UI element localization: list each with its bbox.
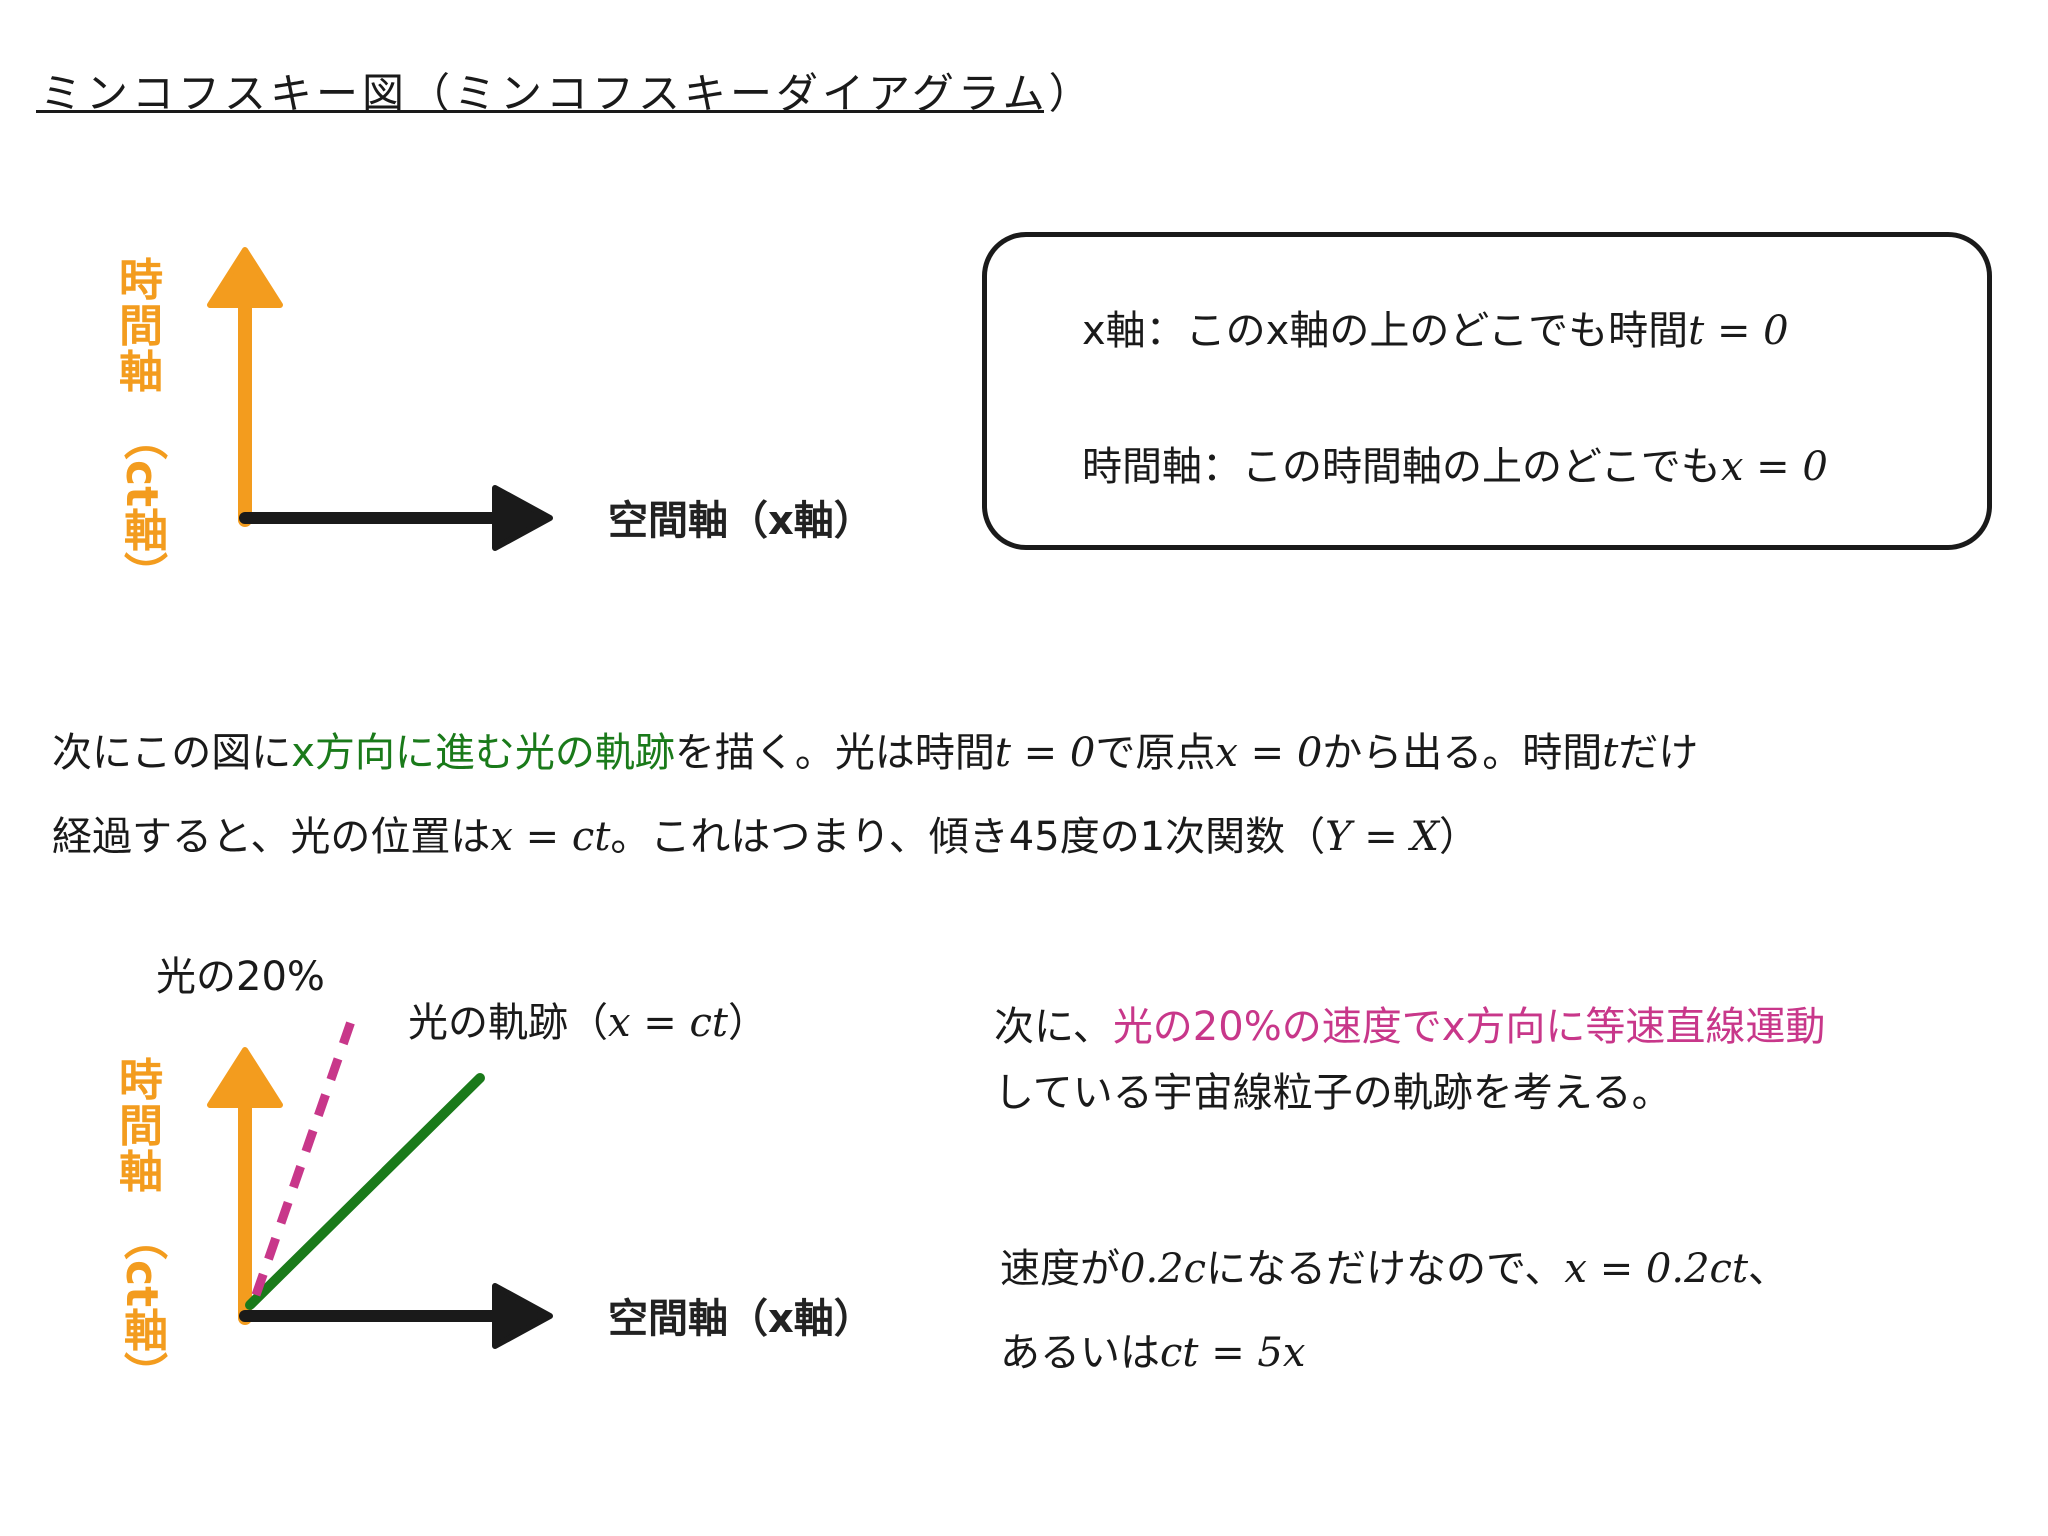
time-axis-1 (207, 247, 283, 527)
particle-path-label: 光の20% (156, 954, 325, 1000)
paragraph-4-line-1: 速度が0.2cになるだけなので、x = 0.2ct、 (1000, 1236, 1788, 1294)
note-line-2-text: 時間軸：この時間軸の上のどこでも (1082, 444, 1721, 490)
para1-math-1: t = 0 (994, 730, 1096, 776)
para4-text-3: あるいは (1000, 1330, 1160, 1376)
para2-text-1: 経過すると、光の位置は (52, 814, 491, 860)
para3-text-1: 次に、 (994, 1004, 1113, 1050)
paragraph-4-line-2: あるいはct = 5x (1000, 1320, 1305, 1378)
para2-math-2: Y = X (1325, 814, 1439, 860)
light-label-math: x = ct (608, 1000, 728, 1046)
para2-text-2: 。これはつまり、傾き45度の1次関数（ (610, 814, 1326, 860)
paragraph-1: 次にこの図にx方向に進む光の軌跡を描く。光は時間t = 0で原点x = 0から出… (52, 720, 1698, 778)
para2-math-1: x = ct (490, 814, 611, 860)
note-line-time-axis: 時間軸：この時間軸の上のどこでもx = 0 (1082, 434, 1828, 492)
paragraph-2: 経過すると、光の位置はx = ct。これはつまり、傾き45度の1次関数（Y = … (52, 804, 1479, 862)
paragraph-3-line-1: 次に、光の20%の速度でx方向に等速直線運動 (994, 994, 1825, 1052)
para3-highlight: 光の20%の速度でx方向に等速直線運動 (1112, 1004, 1826, 1050)
note-line-1-text: x軸：このx軸の上のどこでも時間 (1082, 308, 1689, 354)
para4-text-1: 速度が (1000, 1246, 1120, 1292)
time-axis-label-main-2: 時間軸 (119, 1055, 163, 1198)
para2-text-3: ） (1438, 814, 1479, 860)
light-path-label: 光の軌跡（x = ct） (408, 990, 768, 1048)
time-axis-2 (207, 1047, 283, 1325)
space-axis-label-1: 空間軸（x軸） (608, 498, 874, 544)
paragraph-3-line-2: している宇宙線粒子の軌跡を考える。 (994, 1070, 1672, 1116)
para1-highlight: x方向に進む光の軌跡 (291, 730, 675, 776)
note-box (982, 232, 1992, 550)
note-line-1-math: t = 0 (1688, 308, 1789, 354)
para4-text-2: になるだけなので、 (1206, 1246, 1565, 1292)
light-worldline (245, 1073, 485, 1310)
page-title: ミンコフスキー図（ミンコフスキーダイアグラム） (40, 69, 1095, 118)
para4-math-1: 0.2c (1120, 1246, 1207, 1292)
para1-text-1: 次にこの図に (52, 730, 292, 776)
light-label-close: ） (727, 1000, 768, 1046)
para1-text-5: だけ (1618, 730, 1699, 776)
space-axis-1 (239, 485, 553, 551)
para1-math-2: x = 0 (1215, 730, 1323, 776)
time-axis-label-1: 時間軸 （ct軸） (114, 255, 168, 596)
para1-text-4: から出る。時間 (1322, 730, 1603, 776)
para4-end: 、 (1748, 1246, 1789, 1292)
time-axis-label-2: 時間軸 （ct軸） (114, 1055, 168, 1396)
note-line-x-axis: x軸：このx軸の上のどこでも時間t = 0 (1082, 298, 1789, 356)
title-underline (36, 110, 1044, 113)
space-axis-label-2: 空間軸（x軸） (608, 1296, 874, 1342)
time-axis-label-main: 時間軸 (119, 255, 163, 398)
para1-math-3: t (1602, 730, 1619, 776)
space-axis-2 (239, 1283, 553, 1349)
para1-text-3: で原点 (1095, 730, 1216, 776)
note-line-2-math: x = 0 (1720, 444, 1828, 490)
particle-worldline (251, 1008, 360, 1297)
para4-math-3: ct = 5x (1160, 1330, 1306, 1376)
para1-text-2: を描く。光は時間 (674, 730, 995, 776)
para4-math-2: x = 0.2ct (1564, 1246, 1749, 1292)
ct-axis-label-2: （ct軸） (116, 1216, 167, 1396)
ct-axis-label: （ct軸） (116, 416, 167, 596)
light-label-text: 光の軌跡（ (408, 1000, 608, 1046)
